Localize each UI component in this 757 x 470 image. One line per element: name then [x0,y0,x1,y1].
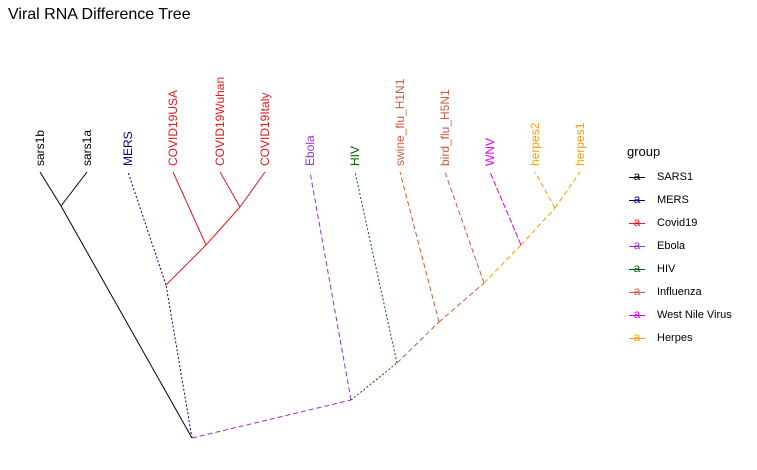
tree-branch [554,171,581,209]
tree-branch [483,244,522,284]
legend-label: HIV [657,262,676,275]
tree-branch [165,244,207,286]
legend-item: a HIV [627,257,732,280]
tip-label: HIV [348,146,362,166]
page-title: Viral RNA Difference Tree [8,6,191,23]
tree-branch [354,171,398,364]
tree-branch [534,171,556,209]
legend-item: a Influenza [627,280,732,303]
legend-label: Influenza [657,285,702,298]
tree-branch [39,171,62,207]
tree-branch [438,282,485,323]
legend-item: a Ebola [627,234,732,257]
legend-label: Ebola [657,239,686,252]
tree-branch [205,206,241,246]
tip-label: COVID19Italy [258,93,272,166]
legend-item: a West Nile Virus [627,303,732,326]
tree-branch [127,171,167,286]
tree-branch [399,171,440,323]
legend-key-icon: a [627,330,647,345]
tree-branch [172,171,207,246]
legend-key-icon: a [627,238,647,253]
tree-branch [309,171,352,401]
legend-item: a Covid19 [627,211,732,234]
legend-item: a Herpes [627,326,732,349]
legend-label: Covid19 [657,216,698,229]
tip-label: herpes2 [528,122,542,166]
tree-branch [444,171,485,284]
phylogenetic-tree: sars1b sars1a MERS COVID19USA COVID19Wuhan CO… [33,77,587,439]
tip-label: herpes1 [573,122,587,166]
tip-label: swine_flu_H1N1 [393,78,407,166]
tip-label: sars1b [33,130,47,166]
legend-key-icon: a [627,307,647,322]
legend-key-icon: a [627,192,647,207]
tree-branch [191,399,352,439]
tip-label: Ebola [303,135,317,166]
legend-item: a SARS1 [627,165,732,188]
legend-label: Herpes [657,331,693,344]
legend-label: West Nile Virus [657,308,732,321]
tree-branch [165,284,193,439]
tree-branch [520,207,556,246]
legend-label: SARS1 [657,170,694,183]
legend-title: group [627,144,661,159]
legend-key-icon: a [627,261,647,276]
tree-branch [396,321,440,364]
legend-key-icon: a [627,284,647,299]
tree-branch [219,171,241,208]
legend-key-icon: a [627,215,647,230]
tree-branch [239,171,266,208]
tip-label: WNV [483,138,497,166]
legend-key-icon: a [627,169,647,184]
tree-branch [60,171,88,207]
tip-label: COVID19USA [166,90,180,166]
tip-label: sars1a [80,130,94,166]
tree-branch [350,362,398,401]
tip-label: MERS [121,131,135,166]
tree-branch [60,205,193,439]
tip-label: COVID19Wuhan [213,77,227,166]
tree-branch [489,171,522,246]
legend-item: a MERS [627,188,732,211]
tip-label: bird_flu_H5N1 [438,89,452,166]
legend-label: MERS [657,193,689,206]
